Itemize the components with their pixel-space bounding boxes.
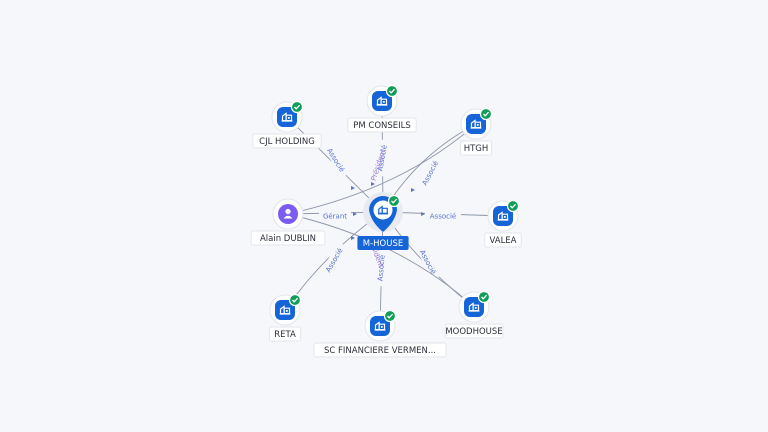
node-label: RETA [274, 330, 296, 340]
node-reta[interactable]: RETA [268, 293, 302, 342]
edge-arrow [411, 188, 415, 192]
edge-label: Associé [421, 160, 440, 187]
building-icon [377, 205, 389, 215]
verified-check-icon [479, 107, 493, 121]
verified-check-icon [290, 100, 304, 114]
building-icon [376, 96, 388, 106]
edge-label-bg [320, 241, 347, 278]
building-icon [468, 302, 480, 312]
node-label-bg [484, 232, 522, 248]
node-label-bg [459, 140, 493, 156]
edge-label-bg [424, 210, 462, 221]
node-htgh[interactable]: HTGH [459, 107, 493, 156]
edge-line [287, 123, 477, 215]
node-label: HTGH [464, 144, 489, 154]
node-center-mhouse[interactable]: M-HOUSE [357, 192, 409, 250]
edge-arrow [351, 186, 355, 190]
edge-label-bg [415, 243, 442, 281]
building-icon [279, 305, 291, 315]
edge-label-group: Associé [322, 141, 351, 178]
edge-arrow [353, 212, 357, 216]
verified-check-icon [385, 84, 399, 98]
node-label: VALEA [489, 236, 516, 246]
node-label: Alain DUBLIN [260, 234, 316, 244]
node-label: SC FINANCIERE VERMEN... [324, 346, 436, 356]
edge-label-group: Associé [415, 243, 442, 281]
verified-check-icon [288, 293, 302, 307]
verified-check-icon [506, 199, 520, 213]
node-label: PM CONSEILS [353, 121, 411, 131]
company-avatar [464, 297, 484, 317]
center-label: M-HOUSE [363, 239, 403, 249]
company-avatar [277, 107, 297, 127]
node-valea[interactable]: VALEA [484, 199, 522, 248]
center-label-bg [357, 236, 409, 250]
node-cjl[interactable]: CJL HOLDING [252, 100, 322, 149]
edge-label: Associé [324, 247, 344, 274]
node-label-bg [347, 117, 417, 133]
edge-label: Associé [430, 213, 456, 221]
node-label-bg [268, 326, 302, 342]
node-label-bg [252, 133, 322, 149]
edge-label-group: Associé [416, 154, 443, 192]
edge-label-bg [322, 141, 351, 178]
node-label-bg [250, 230, 326, 246]
edge-label: Associé [325, 147, 346, 174]
node-label-bg [313, 342, 447, 358]
verified-check-icon [383, 309, 397, 323]
node-pm[interactable]: PM CONSEILS [347, 84, 417, 133]
nodes-layer: CJL HOLDING PM CONSEILS HTGH Alain DUBLIN VA… [250, 84, 522, 358]
building-icon [497, 211, 509, 221]
company-avatar [493, 206, 513, 226]
edge-label: Gérant [323, 213, 347, 221]
edge-label-bg [373, 249, 388, 287]
edge-label-group: Associé [373, 249, 388, 287]
node-label: MOODHOUSE [445, 327, 502, 337]
verified-check-icon [477, 290, 491, 304]
company-avatar [372, 91, 392, 111]
edge-arrow [421, 212, 425, 216]
node-alain[interactable]: Alain DUBLIN [250, 198, 326, 246]
edge-label-bg [416, 154, 443, 192]
edge-label-group: Associé [320, 241, 347, 278]
edge-label-group: Associé [424, 210, 462, 221]
center-pin-inner [373, 200, 393, 220]
node-label: CJL HOLDING [259, 137, 315, 147]
person-icon [283, 208, 293, 219]
company-avatar [275, 300, 295, 320]
company-avatar [466, 114, 486, 134]
edge-arrow [371, 182, 375, 186]
building-icon [281, 112, 293, 122]
company-avatar [370, 316, 390, 336]
building-icon [374, 321, 386, 331]
verified-check-icon [387, 194, 401, 208]
building-icon [470, 119, 482, 129]
node-scf[interactable]: SC FINANCIERE VERMEN... [313, 309, 447, 358]
edge-label-bg [373, 139, 390, 177]
node-label-bg [444, 323, 504, 339]
edge-label: Associé [376, 255, 386, 282]
edge-line [287, 213, 475, 308]
edge-label-bg [319, 210, 351, 221]
edge-label-group: Gérant [319, 210, 351, 221]
node-mood[interactable]: MOODHOUSE [444, 290, 504, 339]
edge-arrow [351, 236, 355, 240]
